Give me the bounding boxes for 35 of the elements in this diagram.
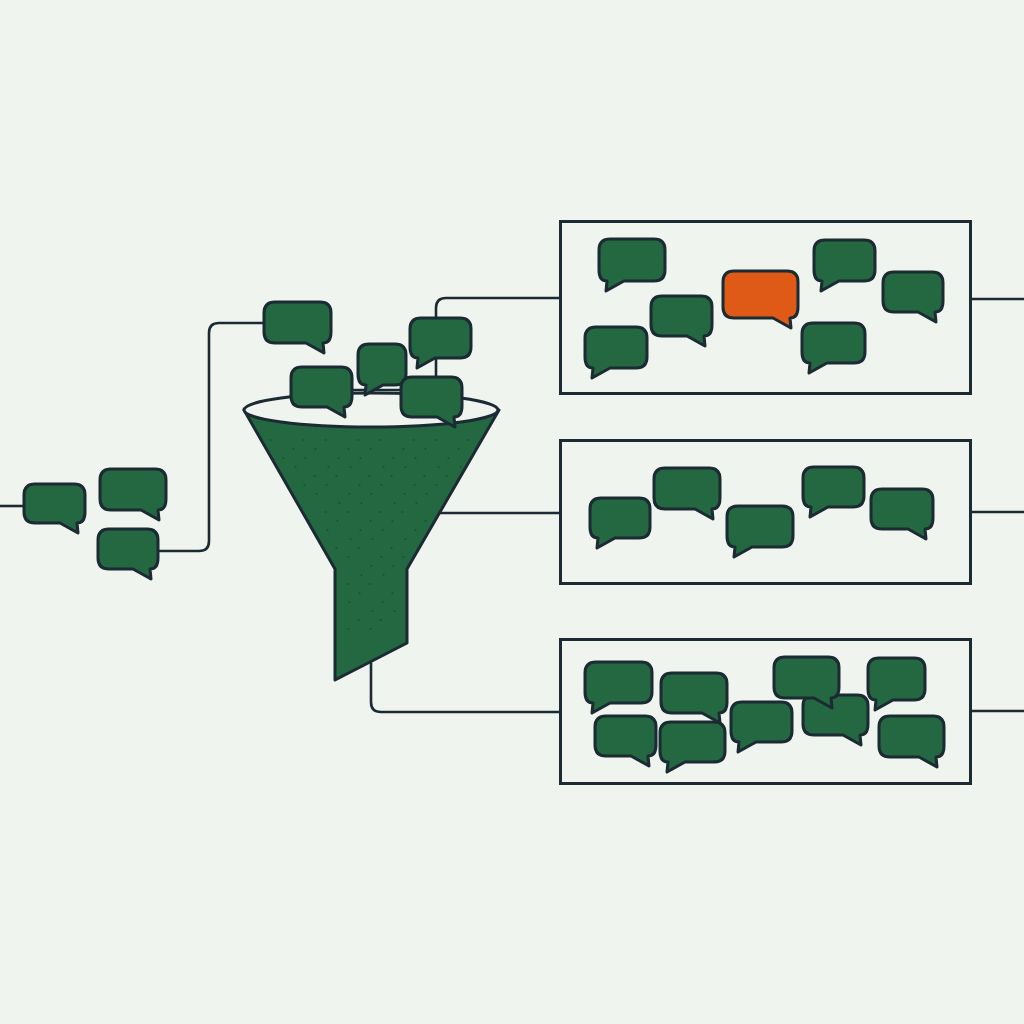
speech-bubble (725, 504, 795, 559)
speech-bubble (812, 238, 877, 293)
speech-bubble (649, 294, 714, 348)
connector-line (972, 510, 1024, 514)
group-frame (559, 638, 972, 785)
speech-bubble (588, 496, 652, 550)
speech-bubble (729, 700, 794, 754)
group-frame (559, 220, 972, 395)
group-frame (559, 439, 972, 585)
connector-line (369, 662, 559, 714)
speech-bubble (98, 467, 168, 522)
speech-bubble (801, 465, 866, 519)
speech-bubble (881, 270, 945, 324)
speech-bubble (593, 714, 658, 768)
speech-bubble (652, 466, 722, 521)
speech-bubble (262, 300, 333, 355)
speech-bubble (877, 714, 946, 769)
speech-bubble (658, 720, 727, 774)
connector-line (972, 709, 1024, 713)
speech-bubble (583, 660, 654, 715)
speech-bubble (721, 269, 800, 330)
connector-line (439, 511, 559, 515)
speech-bubble (869, 487, 935, 541)
speech-bubble (801, 693, 870, 747)
connector-line (972, 297, 1024, 301)
speech-bubble (22, 482, 87, 535)
connector-line (159, 321, 263, 553)
speech-bubble (583, 325, 649, 380)
speech-bubble (659, 671, 729, 725)
speech-bubble (96, 527, 160, 581)
speech-bubble (866, 656, 927, 712)
speech-bubble (597, 237, 667, 293)
speech-bubble (800, 321, 867, 375)
speech-bubble (408, 316, 473, 370)
connector-line (0, 504, 23, 508)
